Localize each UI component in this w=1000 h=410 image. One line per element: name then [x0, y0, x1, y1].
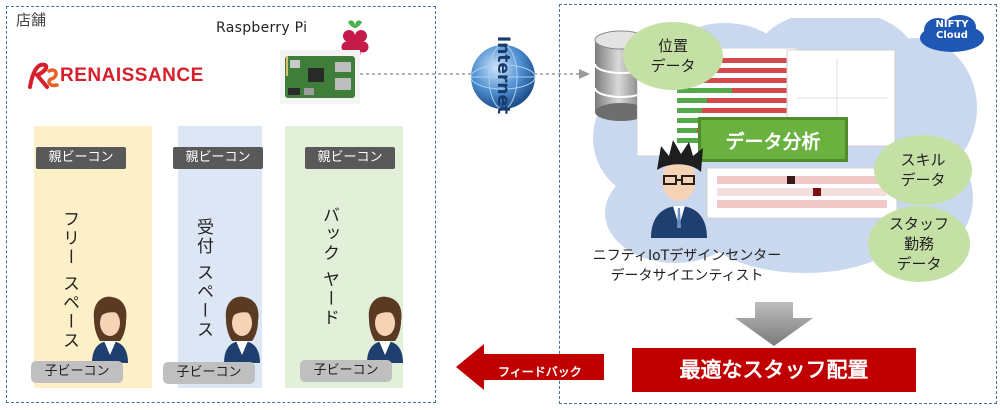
parent-beacon-free: 親ビーコン: [36, 147, 126, 169]
parent-beacon-backyard: 親ビーコン: [305, 147, 395, 169]
renaissance-logo-text: RENAISSANCE: [60, 65, 204, 86]
child-beacon-backyard: 子ビーコン: [300, 360, 392, 382]
internet-label: Internet: [493, 35, 513, 115]
nifty-cloud-logo-text: NIFTY Cloud: [935, 19, 969, 41]
raspberry-pi-board-icon: [280, 50, 360, 104]
staff-person-icon: [367, 296, 403, 363]
feedback-arrow-icon: [456, 344, 604, 390]
child-beacon-free: 子ビーコン: [31, 361, 123, 383]
optimal-staff-allocation-banner: 最適なスタッフ配置: [632, 348, 916, 392]
raspberry-pi-label: Raspberry Pi: [216, 20, 308, 36]
zone-free-space: [34, 126, 152, 388]
zone-title-backyard: バック ヤード: [319, 206, 339, 328]
internet-globe-icon: [470, 44, 536, 110]
renaissance-logo-mark-icon: [28, 62, 59, 89]
zone-title-free-space: フリー スペース: [59, 210, 79, 351]
parent-beacon-reception: 親ビーコン: [173, 147, 263, 169]
data-scientist-caption: ニフティIoTデザインセンター データサイエンティスト: [582, 246, 792, 286]
skill-data-bubble: スキル データ: [874, 135, 972, 205]
down-arrow-icon: [735, 302, 813, 346]
staff-person-icon: [224, 296, 260, 363]
child-beacon-reception: 子ビーコン: [163, 362, 255, 384]
store-region: [6, 6, 436, 403]
scientist-org-text: ニフティIoTデザインセンター: [592, 248, 782, 264]
data-flow-connector: [360, 69, 590, 79]
location-data-bubble: 位置 データ: [623, 22, 723, 90]
nifty-cloud-logo-icon: [920, 15, 984, 52]
cloud-region: [559, 4, 997, 404]
staff-shift-data-bubble: スタッフ 勤務 データ: [868, 206, 970, 282]
staff-person-icon: [92, 296, 128, 363]
zone-title-reception-space: 受付 スペース: [193, 218, 213, 340]
feedback-label: フィードバック: [498, 365, 582, 379]
scientist-role-text: データサイエンティスト: [610, 268, 764, 284]
data-scientist-icon: [651, 140, 707, 238]
store-label: 店舗: [16, 11, 47, 29]
data-analysis-label: データ分析: [698, 117, 848, 162]
